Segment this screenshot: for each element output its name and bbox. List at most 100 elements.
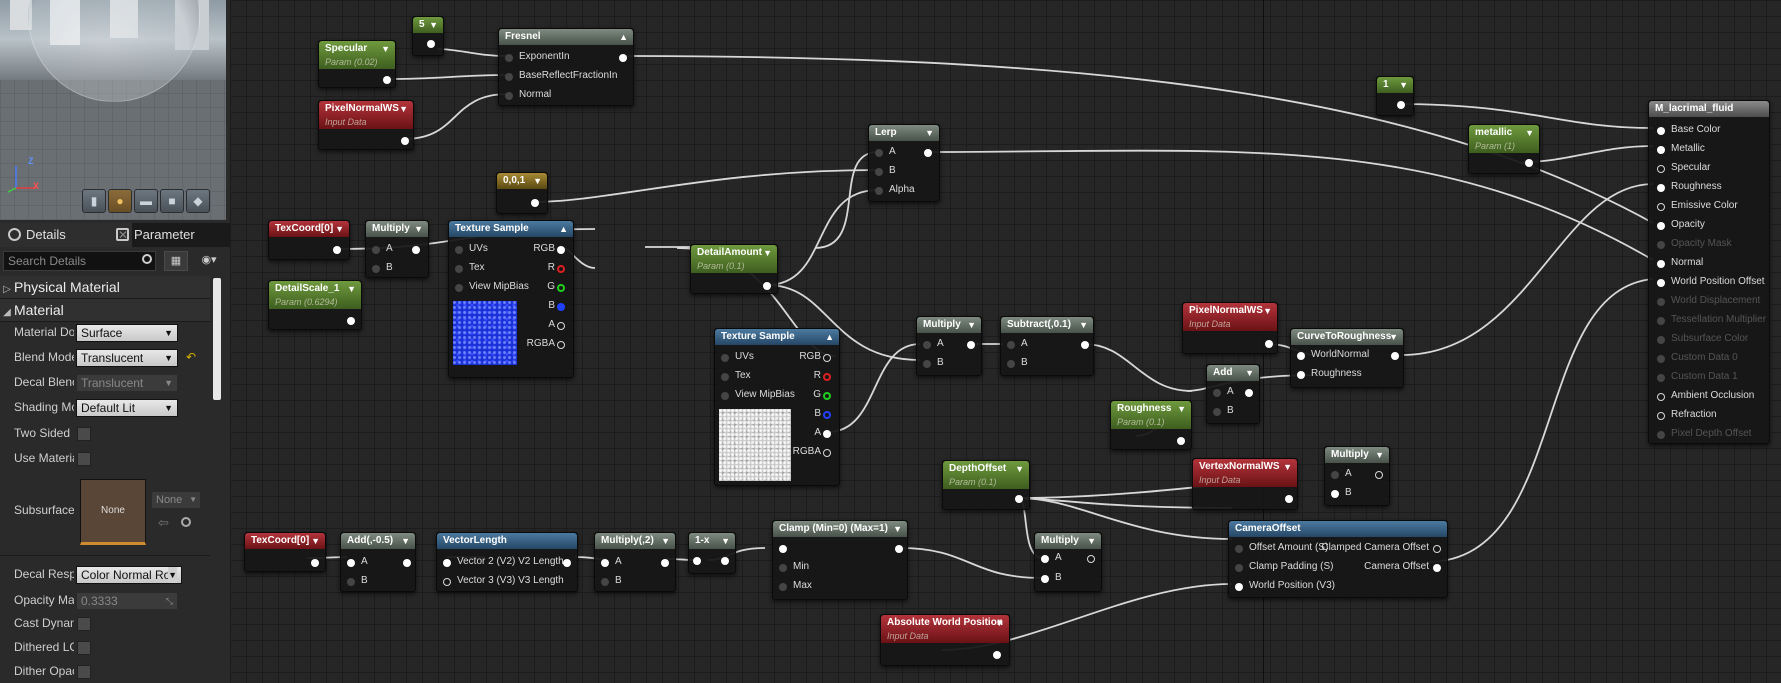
close-icon[interactable]: ✕ <box>117 228 128 242</box>
node-constant-5[interactable]: 5▼ <box>412 16 444 56</box>
input-pin[interactable] <box>779 564 787 572</box>
output-pin[interactable] <box>557 284 565 292</box>
output-pin[interactable] <box>1245 389 1253 397</box>
input-pin[interactable] <box>875 168 883 176</box>
node-texcoord-0[interactable]: TexCoord[0]▼ <box>268 220 350 260</box>
output-pin[interactable] <box>924 149 932 157</box>
output-pin[interactable] <box>347 317 355 325</box>
output-pin[interactable] <box>427 40 435 48</box>
node-constant-001[interactable]: 0,0,1▼ <box>496 172 548 214</box>
input-pin[interactable] <box>505 92 513 100</box>
node-curve-to-roughness[interactable]: CurveToRoughness▼ WorldNormal Roughness <box>1290 328 1404 388</box>
output-pin[interactable] <box>383 76 391 84</box>
output-pin[interactable] <box>1177 437 1185 445</box>
node-multiply[interactable]: Multiply▼ A B <box>916 316 982 376</box>
root-input-pin[interactable] <box>1657 336 1665 344</box>
blend-mode-select[interactable]: Translucent▼ <box>76 349 178 367</box>
input-pin[interactable] <box>721 354 729 362</box>
node-vector-length[interactable]: VectorLength Vector 2 (V2) V2 Length Vec… <box>436 532 578 592</box>
input-pin[interactable] <box>1007 341 1015 349</box>
category-material[interactable]: ◢Material <box>0 299 210 322</box>
output-pin[interactable] <box>1433 545 1441 553</box>
output-pin[interactable] <box>1391 352 1399 360</box>
output-pin[interactable] <box>557 303 565 311</box>
input-pin[interactable] <box>779 545 787 553</box>
output-pin[interactable] <box>1285 495 1293 503</box>
input-pin[interactable] <box>505 54 513 62</box>
preview-viewport[interactable]: Z X ▮ ● ▬ ■ ◆ <box>0 0 226 220</box>
input-pin[interactable] <box>1213 408 1221 416</box>
output-pin[interactable] <box>557 246 565 254</box>
input-pin[interactable] <box>1213 389 1221 397</box>
node-multiply[interactable]: Multiply▼ A B <box>1324 446 1390 506</box>
details-scrollbar[interactable] <box>213 278 221 400</box>
output-pin[interactable] <box>557 322 565 330</box>
input-pin[interactable] <box>923 341 931 349</box>
root-input-pin[interactable] <box>1657 146 1665 154</box>
node-texture-sample[interactable]: Texture Sample▲ UVs Tex View MipBias RGB… <box>714 328 840 486</box>
input-pin[interactable] <box>372 265 380 273</box>
node-texture-sample[interactable]: Texture Sample▲ UVs Tex View MipBias RGB… <box>448 220 574 378</box>
node-add[interactable]: Add▼ A B <box>1206 364 1260 424</box>
output-pin[interactable] <box>401 137 409 145</box>
root-input-pin[interactable] <box>1657 431 1665 439</box>
node-texcoord-0[interactable]: TexCoord[0]▼ <box>244 532 326 572</box>
node-camera-offset[interactable]: CameraOffset Offset Amount (S) Clamp Pad… <box>1228 520 1448 598</box>
output-pin[interactable] <box>993 651 1001 659</box>
node-multiply[interactable]: Multiply▼ A B <box>1034 532 1102 592</box>
input-pin[interactable] <box>1331 471 1339 479</box>
preview-plane-button[interactable]: ▬ <box>134 189 158 213</box>
node-multiply[interactable]: Multiply▼ A B <box>365 220 429 278</box>
input-pin[interactable] <box>443 559 451 567</box>
input-pin[interactable] <box>443 578 451 586</box>
preview-mesh-button[interactable]: ◆ <box>186 189 210 213</box>
output-pin[interactable] <box>1087 555 1095 563</box>
input-pin[interactable] <box>1007 360 1015 368</box>
preview-cube-button[interactable]: ■ <box>160 189 184 213</box>
decal-response-select[interactable]: Color Normal Ro▼ <box>76 566 182 584</box>
output-pin[interactable] <box>823 392 831 400</box>
output-pin[interactable] <box>1375 471 1383 479</box>
root-input-pin[interactable] <box>1657 165 1665 173</box>
subsurface-asset-select[interactable]: None▼ <box>151 491 201 509</box>
node-add[interactable]: Add(,-0.5)▼ A B <box>340 532 416 592</box>
input-pin[interactable] <box>347 559 355 567</box>
decal-blend-select[interactable]: Translucent▼ <box>76 374 178 392</box>
input-pin[interactable] <box>721 392 729 400</box>
root-input-pin[interactable] <box>1657 241 1665 249</box>
node-subtract[interactable]: Subtract(,0.1)▼ A B <box>1000 316 1094 376</box>
input-pin[interactable] <box>923 360 931 368</box>
reset-to-default-icon[interactable]: ↶ <box>186 350 197 364</box>
root-input-pin[interactable] <box>1657 222 1665 230</box>
root-input-pin[interactable] <box>1657 184 1665 192</box>
root-input-pin[interactable] <box>1657 279 1665 287</box>
dithered-lod-checkbox[interactable] <box>77 641 91 655</box>
input-pin[interactable] <box>601 578 609 586</box>
output-pin[interactable] <box>721 557 729 565</box>
input-pin[interactable] <box>1235 564 1243 572</box>
input-pin[interactable] <box>1297 352 1305 360</box>
input-pin[interactable] <box>1041 555 1049 563</box>
input-pin[interactable] <box>347 578 355 586</box>
output-pin[interactable] <box>557 265 565 273</box>
browse-search-icon[interactable] <box>181 517 191 527</box>
output-pin[interactable] <box>311 559 319 567</box>
root-input-pin[interactable] <box>1657 127 1665 135</box>
output-pin[interactable] <box>1081 341 1089 349</box>
input-pin[interactable] <box>455 265 463 273</box>
root-input-pin[interactable] <box>1657 317 1665 325</box>
output-pin[interactable] <box>763 282 771 290</box>
root-input-pin[interactable] <box>1657 374 1665 382</box>
node-multiply[interactable]: Multiply(,2)▼ A B <box>594 532 676 592</box>
two-sided-checkbox[interactable] <box>77 427 91 441</box>
output-pin[interactable] <box>823 373 831 381</box>
output-pin[interactable] <box>823 430 831 438</box>
input-pin[interactable] <box>372 246 380 254</box>
tab-details[interactable]: Details ✕ <box>0 223 132 247</box>
